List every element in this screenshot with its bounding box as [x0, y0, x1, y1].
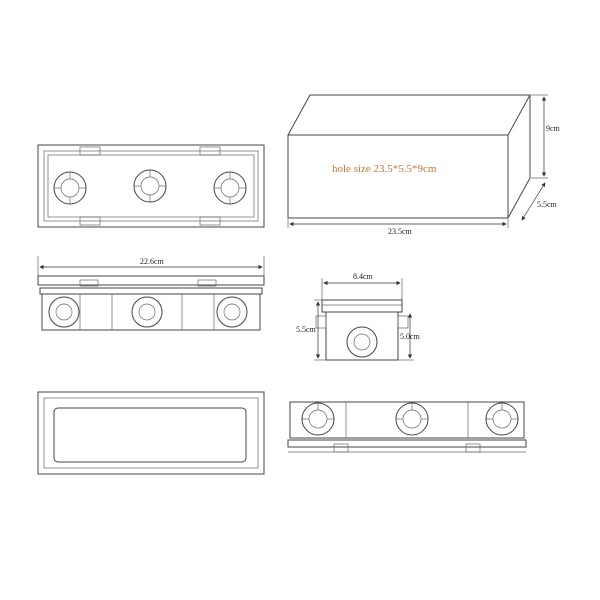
end-height-dim-label: 5.5cm: [296, 325, 317, 334]
end-view: [314, 278, 414, 361]
knockout-hole: [53, 171, 87, 205]
front-view: [37, 256, 265, 331]
knockout-hole: [213, 171, 247, 205]
knockout-hole: [133, 169, 167, 203]
length-dim-label: 23.5cm: [388, 227, 413, 236]
end-inner-height-dim-label: 5.0cm: [400, 332, 421, 341]
knockout-hole: [48, 296, 80, 328]
knockout-hole: [216, 296, 248, 328]
knockout-hole: [301, 402, 335, 436]
isometric-box: [287, 94, 548, 228]
side-view: [287, 401, 527, 453]
hole-size-note: hole size 23.5*5.5*9cm: [332, 163, 437, 175]
bottom-view: [37, 391, 265, 475]
depth-dim-label: 5.5cm: [537, 200, 558, 209]
top-view: [37, 144, 265, 228]
knockout-hole: [131, 296, 163, 328]
knockout-hole: [395, 402, 429, 436]
end-width-dim-label: 8.4cm: [353, 272, 374, 281]
knockout-hole: [485, 402, 519, 436]
knockout-hole: [346, 326, 378, 358]
height-dim-label: 9cm: [546, 124, 561, 133]
inner-length-dim-label: 22.6cm: [140, 257, 165, 266]
